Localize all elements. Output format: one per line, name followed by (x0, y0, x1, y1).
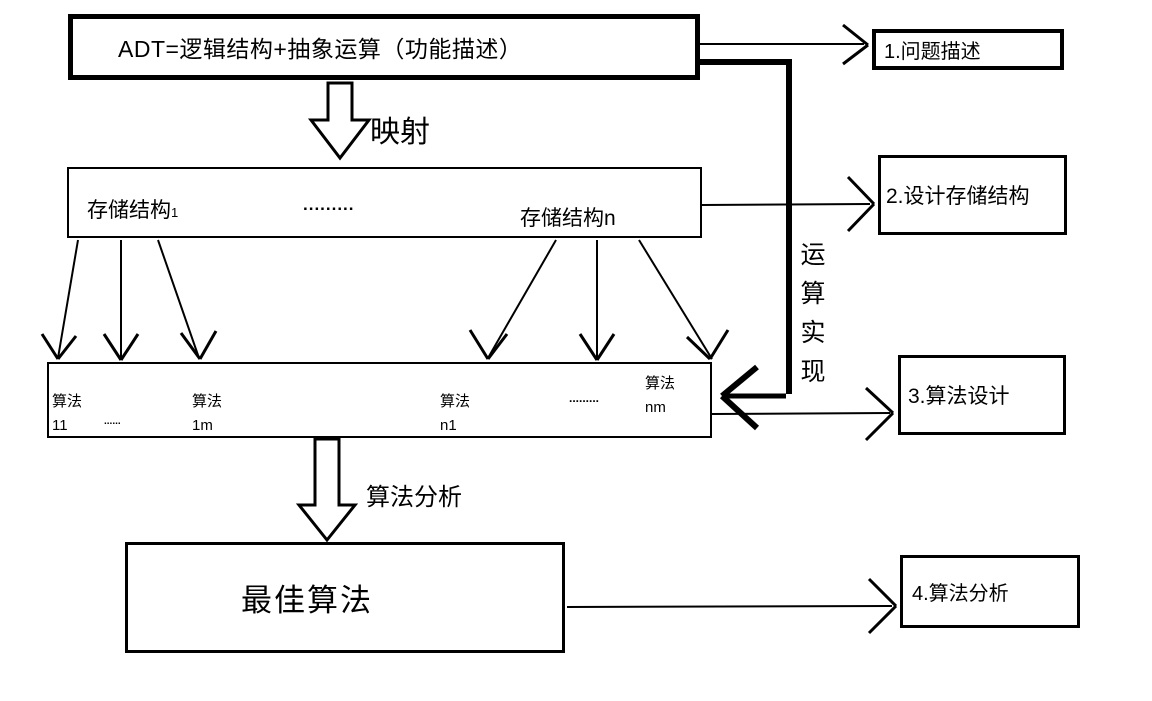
mapping-label: 映射 (370, 116, 430, 149)
algorithm-1m-line1: 算法 (192, 393, 223, 410)
algorithm-n1-line1: 算法 (440, 393, 471, 410)
arrow-best-to-step4 (566, 577, 898, 635)
storage-structure-1-text: 存储结构 (87, 199, 171, 222)
algorithm-1m-line2: 1m (192, 417, 213, 434)
algorithms-ellipsis-large: ......... (569, 391, 600, 405)
algorithm-n1-line2: n1 (440, 417, 457, 434)
arrow-adt-to-step1 (700, 23, 869, 66)
algorithms-ellipsis-small: ...... (104, 416, 121, 427)
step-box-design-storage: 2.设计存储结构 (878, 155, 1067, 235)
algorithms-box: 算法 11 ...... 算法 1m 算法 n1 ......... 算法 nm (47, 362, 712, 438)
block-arrow-mapping (307, 81, 373, 161)
storage-structure-1-subscript: 1 (171, 205, 179, 220)
arrow-storage-to-step2 (701, 175, 876, 233)
step-box-algorithm-design: 3.算法设计 (898, 355, 1066, 435)
adt-box: ADT=逻辑结构+抽象运算（功能描述） (68, 14, 700, 80)
algorithm-1m-label: 算法 1m (192, 390, 222, 438)
step3-label: 3.算法设计 (908, 385, 1010, 408)
storage-structure-1-label: 存储结构1 (87, 194, 178, 224)
algorithm-nm-line2: nm (645, 399, 666, 416)
algorithm-n1-label: 算法 n1 (440, 390, 470, 438)
best-algorithm-box: 最佳算法 (125, 542, 565, 653)
algorithm-11-line1: 算法 (52, 393, 83, 410)
adt-box-label: ADT=逻辑结构+抽象运算（功能描述） (118, 36, 523, 62)
step1-label: 1.问题描述 (884, 41, 981, 63)
storage-structure-n-label: 存储结构n (520, 207, 616, 230)
thick-operation-connector (700, 59, 792, 431)
step-box-problem-description: 1.问题描述 (872, 29, 1064, 70)
block-arrow-analysis (295, 437, 359, 543)
best-algorithm-label: 最佳算法 (241, 583, 373, 618)
analysis-label: 算法分析 (366, 484, 462, 511)
algorithm-11-line2: 11 (52, 417, 68, 434)
algorithm-nm-label: 算法 nm (645, 372, 675, 420)
operation-implementation-label: 运算实现 (797, 241, 825, 397)
algorithm-nm-line1: 算法 (645, 375, 676, 392)
step2-label: 2.设计存储结构 (886, 185, 1030, 208)
step4-label: 4.算法分析 (912, 583, 1009, 605)
storage-structures-box: 存储结构1 ......... 存储结构n (67, 167, 702, 238)
fan-arrows (40, 239, 730, 361)
storage-ellipsis: ......... (303, 195, 355, 214)
algorithm-11-label: 算法 11 (52, 390, 82, 438)
step-box-algorithm-analysis: 4.算法分析 (900, 555, 1080, 628)
